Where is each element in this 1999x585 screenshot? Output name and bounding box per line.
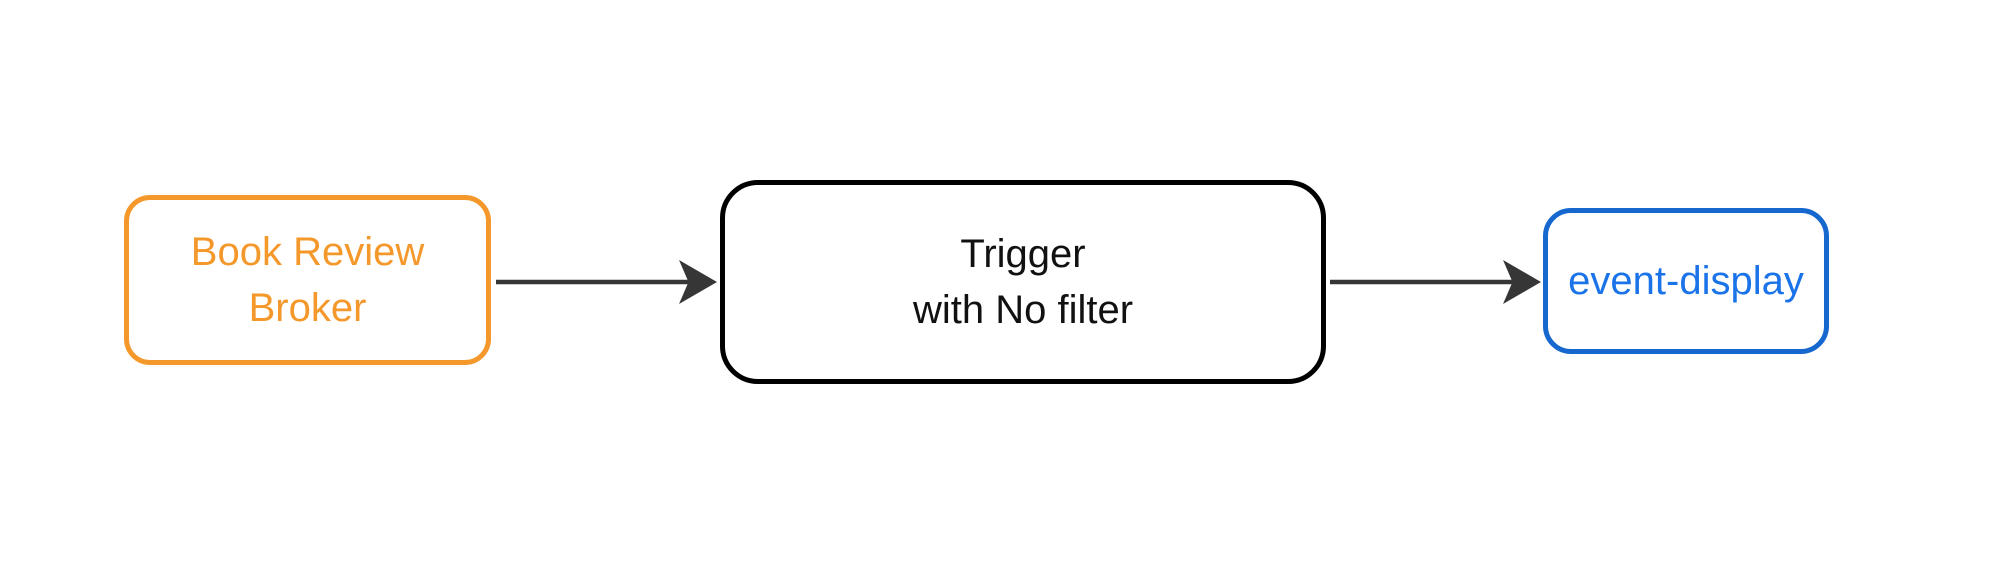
node-trigger-with-no-filter: Trigger with No filter <box>720 180 1326 384</box>
node-label-line: with No filter <box>912 288 1134 332</box>
arrowhead-icon <box>679 260 717 304</box>
node-label-line: Book Review <box>190 230 425 274</box>
node-label-line: Broker <box>248 286 367 330</box>
edge-trigger-to-event-display <box>1330 260 1541 304</box>
node-label: event-display <box>1568 253 1804 309</box>
edge-broker-to-trigger <box>496 260 717 304</box>
node-event-display: event-display <box>1543 208 1829 354</box>
node-label: Trigger with No filter <box>913 226 1133 338</box>
node-label-line: event-display <box>1568 259 1804 303</box>
arrowhead-icon <box>1503 260 1541 304</box>
node-label-line: Trigger <box>960 232 1086 276</box>
node-book-review-broker: Book Review Broker <box>124 195 491 365</box>
node-label: Book Review Broker <box>191 224 424 336</box>
